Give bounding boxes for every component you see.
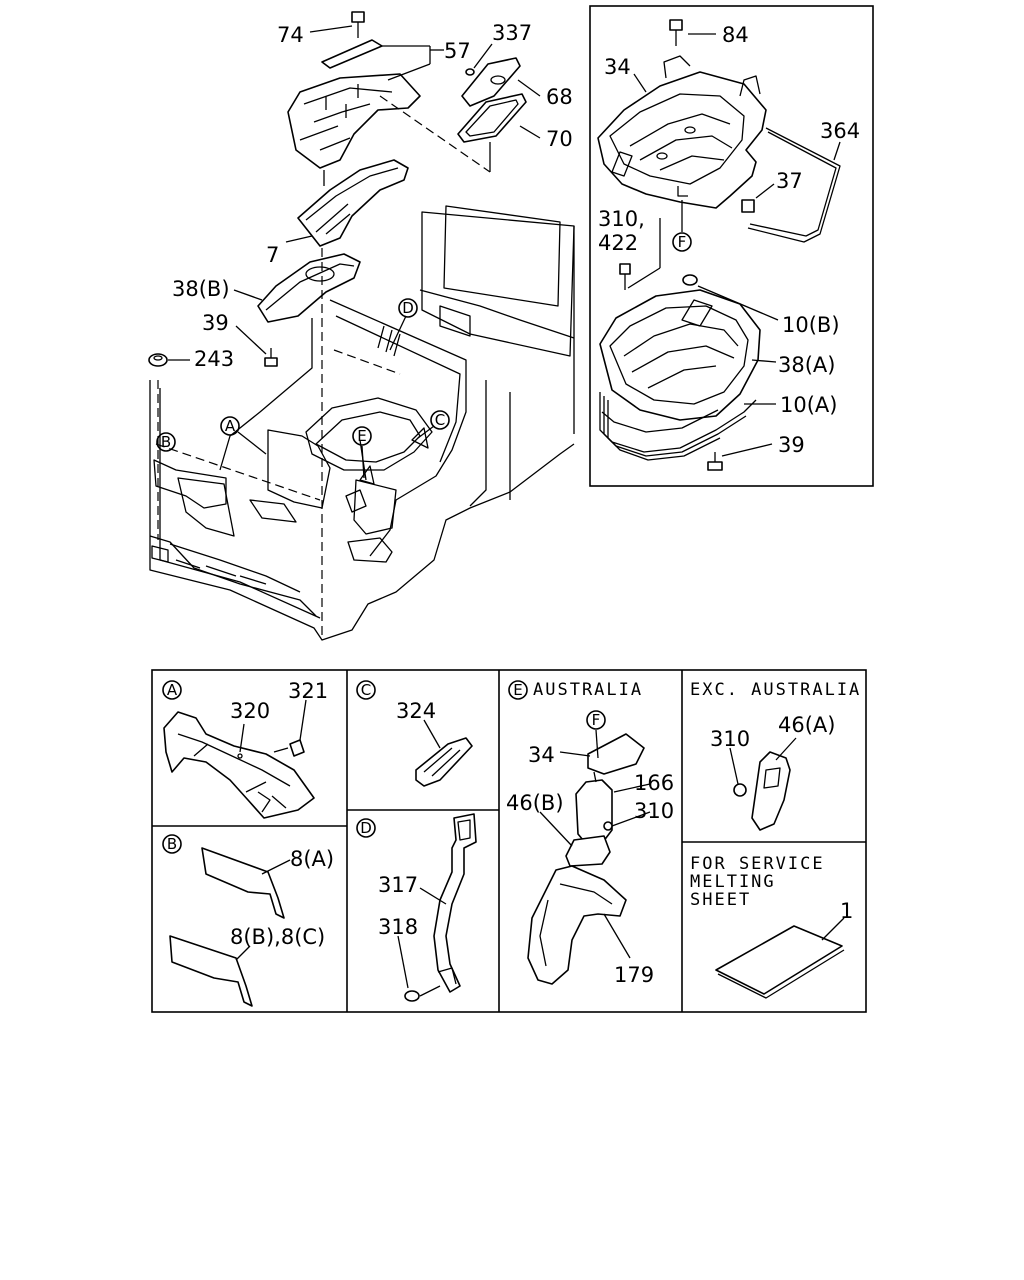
- callout-422: 422: [598, 231, 638, 255]
- circle-ref-e: E: [357, 427, 366, 445]
- support-179: [527, 865, 627, 985]
- callout-7: 7: [266, 243, 279, 267]
- callout-39: 39: [202, 311, 229, 335]
- tray-34: [597, 71, 767, 209]
- panel-exc-title: EXC. AUSTRALIA: [690, 680, 861, 700]
- callout-10a: 10(A): [780, 393, 837, 417]
- callout-68: 68: [546, 85, 573, 109]
- cab-floor: [149, 380, 575, 641]
- grommet-68: [461, 57, 521, 107]
- panel-c-ref: C: [361, 681, 371, 699]
- seal-70: [457, 93, 527, 143]
- circle-ref-f: F: [678, 233, 687, 251]
- callout-337: 337: [492, 21, 532, 45]
- insulator-38b: [257, 253, 361, 323]
- detail-panel-d: D 317 318: [356, 813, 477, 1002]
- circle-ref-b: B: [161, 433, 171, 451]
- callout-38a: 38(A): [778, 353, 835, 377]
- panel-e-ref: E: [513, 681, 522, 699]
- service-line-2: MELTING: [690, 872, 776, 892]
- plate-57: [321, 39, 383, 69]
- circle-ref-a: A: [225, 417, 236, 435]
- panel-a-ref: A: [167, 681, 178, 699]
- clip-324: [415, 737, 473, 787]
- service-line-1: FOR SERVICE: [690, 854, 825, 874]
- strap-317: [433, 813, 477, 993]
- callout-310-exc: 310: [710, 727, 750, 751]
- detail-panel-e: E AUSTRALIA F 34 166 46(B) 310 179: [506, 680, 674, 987]
- callout-310: 310,: [598, 207, 645, 231]
- panel-d-ref: D: [360, 819, 372, 837]
- main-circle-refs: A B C D E: [156, 298, 450, 452]
- fastener-39-icon: [264, 348, 278, 367]
- bracket-166: [575, 779, 613, 847]
- callout-84: 84: [722, 23, 749, 47]
- floor-sheet-b: [153, 459, 227, 509]
- sheet-10a: [599, 392, 757, 453]
- detail-panels-grid: [151, 669, 867, 1013]
- panel-b-ref: B: [167, 835, 177, 853]
- latch-46a: [751, 751, 791, 831]
- detail-panel-a: A 321 320: [162, 679, 328, 819]
- plug-243-icon: [148, 353, 168, 367]
- panel-e-f-ref: F: [592, 711, 601, 729]
- callout-318: 318: [378, 915, 418, 939]
- main-exploded-view: [148, 11, 575, 641]
- callout-166: 166: [634, 771, 674, 795]
- callout-8bc: 8(B),8(C): [230, 925, 325, 949]
- sheet-8bc: [169, 935, 253, 1007]
- main-leader-lines: [168, 25, 541, 479]
- melting-sheet-1: [715, 925, 843, 995]
- callout-321: 321: [288, 679, 328, 703]
- detail-panel-service: FOR SERVICE MELTING SHEET 1: [690, 854, 853, 999]
- callout-8a: 8(A): [290, 847, 334, 871]
- callout-46a: 46(A): [778, 713, 835, 737]
- panel-e-title: AUSTRALIA: [533, 680, 643, 700]
- callout-70: 70: [546, 127, 573, 151]
- callout-179: 179: [614, 963, 654, 987]
- callout-38b: 38(B): [172, 277, 230, 301]
- callout-34-e: 34: [528, 743, 555, 767]
- service-line-3: SHEET: [690, 890, 751, 910]
- detail-panel-c: C 324: [356, 680, 473, 787]
- callout-1: 1: [840, 899, 853, 923]
- callout-320: 320: [230, 699, 270, 723]
- harness-364: [747, 127, 841, 243]
- callout-39-inset: 39: [778, 433, 805, 457]
- detail-panel-b: B 8(A) 8(B),8(C): [162, 834, 334, 1007]
- callout-243: 243: [194, 347, 234, 371]
- callout-37: 37: [776, 169, 803, 193]
- callout-74: 74: [277, 23, 304, 47]
- cover-7: [297, 159, 409, 247]
- insulator-38a: [599, 289, 761, 421]
- detail-panel-exc: EXC. AUSTRALIA 310 46(A): [690, 680, 861, 831]
- callout-324: 324: [396, 699, 436, 723]
- bracket-320: [163, 711, 315, 819]
- circle-ref-d: D: [402, 299, 414, 317]
- callout-310-e: 310: [634, 799, 674, 823]
- main-callouts: 74 57 337 68 70 7 38(B) 39 243: [172, 21, 573, 371]
- callout-364: 364: [820, 119, 860, 143]
- callout-57: 57: [444, 39, 471, 63]
- callout-46b: 46(B): [506, 791, 564, 815]
- inset-detail: 84 34 364 37 310, 422 F 10(B) 38(A) 10(A…: [589, 5, 874, 487]
- callout-34-inset: 34: [604, 55, 631, 79]
- bolt-74-icon: [351, 11, 365, 38]
- callout-317: 317: [378, 873, 418, 897]
- sheet-8a: [201, 847, 285, 919]
- circle-ref-c: C: [435, 411, 445, 429]
- callout-10b: 10(B): [782, 313, 840, 337]
- cab-back-wall: [421, 211, 575, 357]
